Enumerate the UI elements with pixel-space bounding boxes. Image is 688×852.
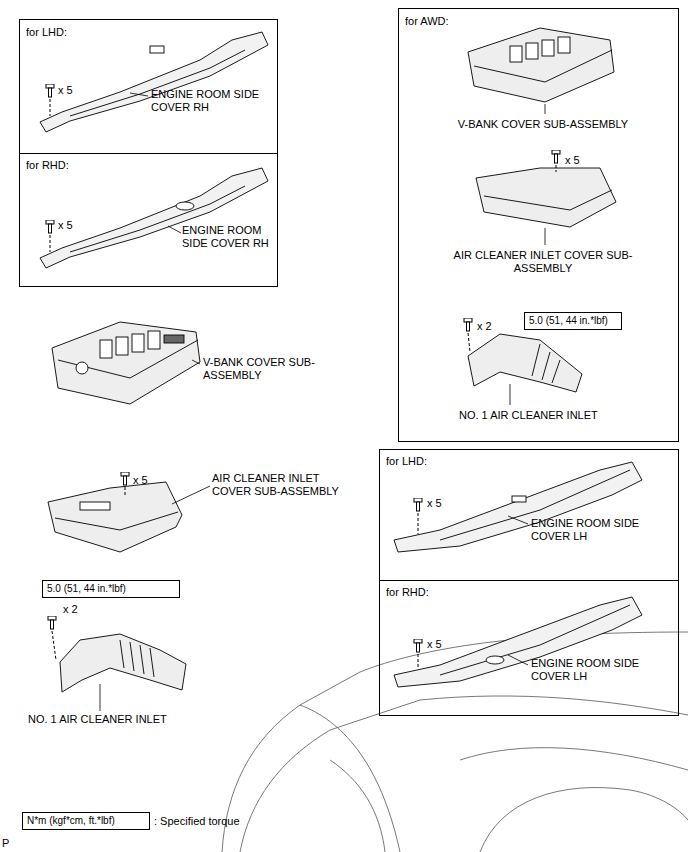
part-name: ENGINE ROOM SIDE COVER RH xyxy=(151,88,269,114)
part-name: NO. 1 AIR CLEANER INLET xyxy=(459,409,659,422)
side-cover xyxy=(40,32,268,132)
inlet-cover xyxy=(48,482,182,552)
torque-value: 5.0 (51, 44 in.*lbf) xyxy=(43,581,179,597)
variant-panel: for AWD: V-BANK COVER SUB-ASSEMBLY x 5 AIR … xyxy=(398,8,679,442)
bolt-count: x 5 xyxy=(58,219,88,232)
torque-value: 5.0 (51, 44 in.*lbf) xyxy=(525,313,621,329)
bolt-count: x 5 xyxy=(427,638,457,651)
part-name: NO. 1 AIR CLEANER INLET xyxy=(28,713,228,726)
part-name: AIR CLEANER INLET COVER SUB-ASSEMBLY xyxy=(443,249,643,275)
part-name: V-BANK COVER SUB-ASSEMBLY xyxy=(443,118,643,131)
variant-panel: for RHD: x 5 ENGINE ROOM SIDE COVER LH xyxy=(379,580,679,716)
bolt-count: x 2 xyxy=(477,320,507,333)
variant-panel: for LHD: x 5 ENGINE ROOM SIDE COVER RH xyxy=(19,19,278,154)
inlet-cover xyxy=(476,168,616,227)
part-name: AIR CLEANER INLET COVER SUB-ASSEMBLY xyxy=(212,472,352,498)
part-name: ENGINE ROOM SIDE COVER RH xyxy=(182,224,274,250)
torque-box: 5.0 (51, 44 in.*lbf) xyxy=(524,312,622,330)
part-name: ENGINE ROOM SIDE COVER LH xyxy=(531,517,651,543)
panel-heading: for RHD: xyxy=(386,586,476,599)
legend-text: : Specified torque xyxy=(154,815,294,828)
part-name: ENGINE ROOM SIDE COVER LH xyxy=(531,657,651,683)
bolt-count: x 5 xyxy=(58,84,88,97)
variant-panel: for RHD: x 5 ENGINE ROOM SIDE COVER RH xyxy=(19,153,278,287)
panel-heading: for LHD: xyxy=(26,26,116,39)
panel-heading: for AWD: xyxy=(405,15,495,28)
figure-code: P xyxy=(2,837,22,850)
side-cover xyxy=(394,462,642,552)
bolt-count: x 5 xyxy=(427,497,457,510)
panel-heading: for LHD: xyxy=(386,455,476,468)
bolt-count: x 2 xyxy=(63,603,93,616)
legend-key-box: N*m (kgf*cm, ft.*lbf) xyxy=(22,812,150,830)
torque-box: 5.0 (51, 44 in.*lbf) xyxy=(42,580,180,598)
bolt-count: x 5 xyxy=(133,474,163,487)
side-cover xyxy=(394,597,642,687)
panel-heading: for RHD: xyxy=(26,159,116,172)
air-inlet xyxy=(60,634,186,692)
variant-panel: for LHD: x 5 ENGINE ROOM SIDE COVER LH xyxy=(379,449,679,581)
side-cover xyxy=(40,168,268,268)
v-bank-cover xyxy=(468,28,614,102)
air-inlet xyxy=(468,334,582,392)
unit-key: N*m (kgf*cm, ft.*lbf) xyxy=(23,813,149,829)
part-name: V-BANK COVER SUB-ASSEMBLY xyxy=(203,356,333,382)
v-bank-cover xyxy=(52,322,200,404)
bolt-count: x 5 xyxy=(565,154,595,167)
